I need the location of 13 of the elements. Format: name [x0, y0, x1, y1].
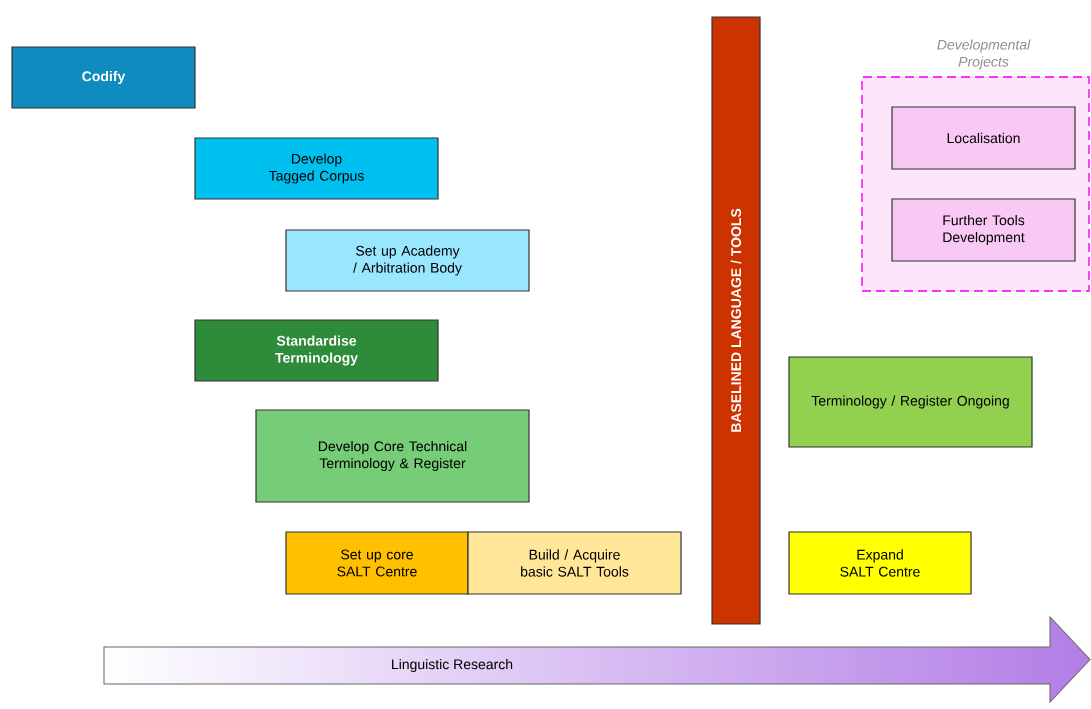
process-box: Expand SALT Centre [788, 531, 972, 595]
process-box: Terminology / Register Ongoing [788, 356, 1033, 448]
process-box: Standardise Terminology [194, 319, 439, 382]
process-box: Further Tools Development [891, 198, 1076, 262]
process-box: Build / Acquire basic SALT Tools [467, 531, 682, 595]
process-box: Develop Tagged Corpus [194, 137, 439, 200]
process-box: Codify [11, 46, 196, 109]
process-box: Set up Academy / Arbitration Body [285, 229, 530, 292]
baseline-bar: BASELINED LANGUAGE / TOOLS [711, 16, 761, 625]
process-box: Localisation [891, 106, 1076, 170]
node-label: Developmental Projects [937, 39, 1031, 70]
process-box: Develop Core Technical Terminology & Register [255, 409, 530, 503]
process-box: Set up core SALT Centre [285, 531, 469, 595]
